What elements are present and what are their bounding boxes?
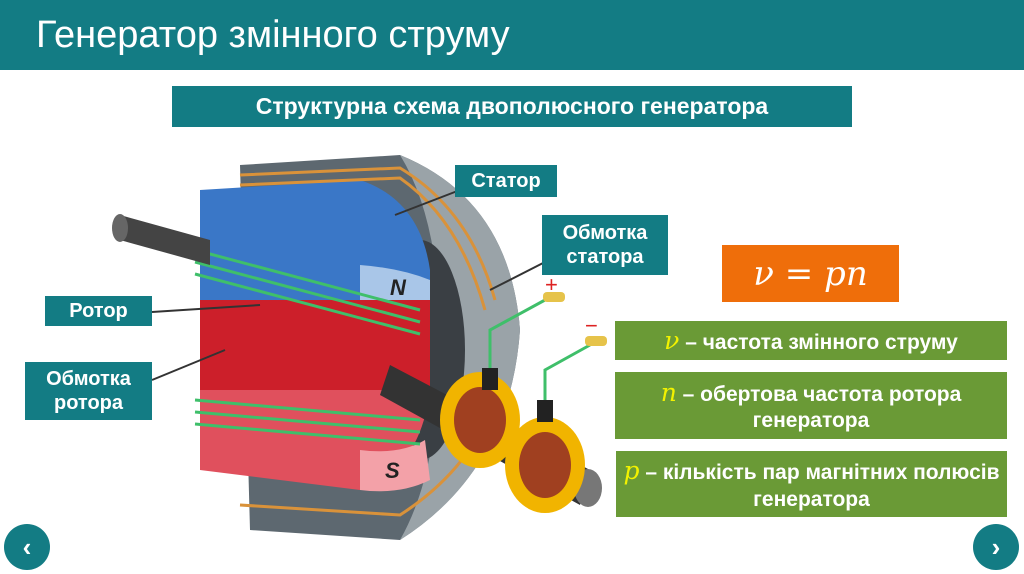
label-stator: Статор (455, 165, 557, 197)
definition-text: – обертова частота ротора генератора (676, 382, 962, 432)
next-slide-button[interactable]: › (973, 524, 1019, 570)
symbol-nu: ν (664, 325, 680, 355)
formula-box: ν = pn (722, 245, 899, 302)
definition-text: – частота змінного струму (679, 330, 958, 354)
definition-pole-pairs: p – кількість пар магнітних полюсів гене… (616, 451, 1007, 517)
definition-rotation: n – обертова частота ротора генератора (615, 372, 1007, 439)
pole-s: S (385, 458, 400, 483)
slide-title: Генератор змінного струму (36, 14, 510, 56)
subtitle: Структурна схема двополюсного генератора (172, 86, 852, 127)
leader-lines (151, 189, 546, 381)
rotor-winding (194, 248, 421, 446)
label-rotor-winding: Обмотка ротора (25, 362, 152, 420)
plus-terminal: + (545, 272, 558, 297)
label-stator-winding: Обмотка статора (542, 215, 668, 275)
rotor: N S (200, 180, 430, 492)
prev-slide-button[interactable]: ‹ (4, 524, 50, 570)
slip-rings: + − (440, 272, 607, 513)
pole-n: N (390, 275, 407, 300)
symbol-n: n (660, 377, 677, 407)
minus-terminal: − (585, 313, 598, 338)
definition-text: – кількість пар магнітних полюсів генера… (639, 461, 1000, 511)
label-rotor: Ротор (45, 296, 152, 326)
header-bar: Генератор змінного струму (0, 0, 1024, 70)
definition-frequency: ν – частота змінного струму (615, 321, 1007, 360)
symbol-p: p (623, 456, 640, 486)
generator-diagram: N S + − (112, 155, 607, 540)
